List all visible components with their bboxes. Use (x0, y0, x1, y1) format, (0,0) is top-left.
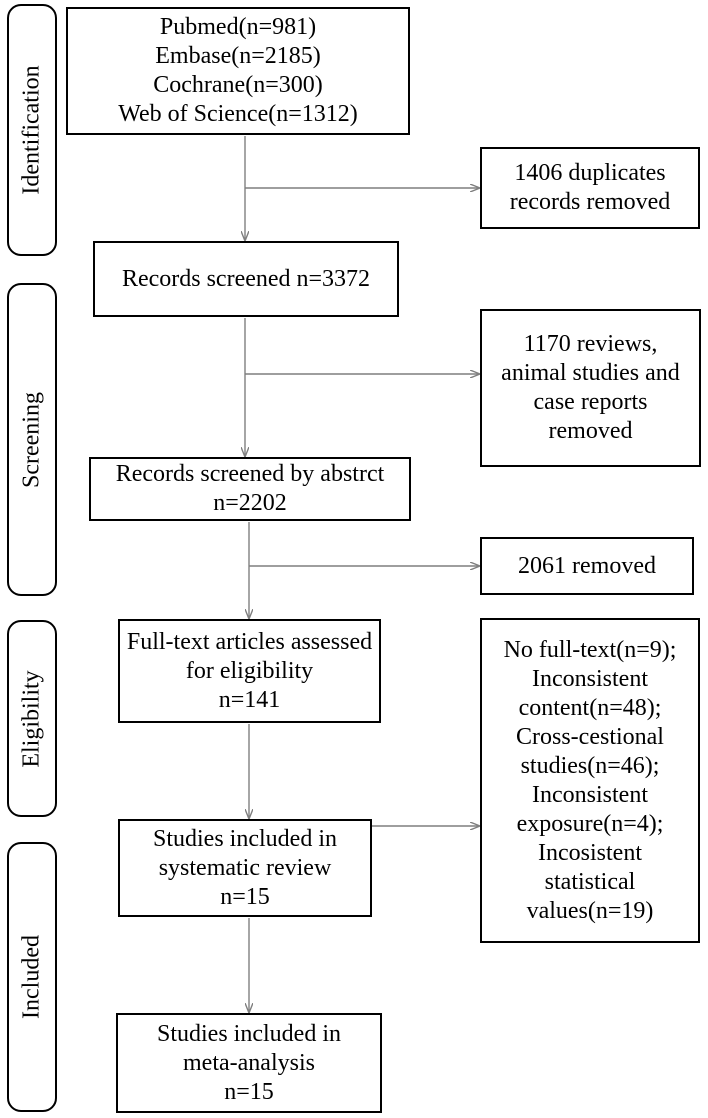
stage-identification: Identification (7, 4, 57, 256)
systematic-review-box: Studies included in systematic review n=… (118, 819, 372, 917)
reviews-removed-box: 1170 reviews, animal studies and case re… (480, 309, 701, 467)
full-text-assessed-line-3: n=141 (218, 686, 281, 713)
full-text-excluded-box: No full-text(n=9); Inconsistent content(… (480, 618, 700, 943)
excluded-line-2: Inconsistent (532, 665, 648, 692)
records-screened-text: Records screened n=3372 (121, 265, 371, 292)
duplicates-removed-box: 1406 duplicates records removed (480, 147, 700, 229)
sources-box: Pubmed(n=981) Embase(n=2185) Cochrane(n=… (66, 7, 410, 135)
duplicates-removed-line-2: records removed (509, 189, 671, 215)
meta-analysis-box: Studies included in meta-analysis n=15 (116, 1013, 382, 1113)
excluded-line-1: No full-text(n=9); (503, 636, 677, 663)
records-screened-box: Records screened n=3372 (93, 241, 399, 317)
duplicates-removed-line-1: 1406 duplicates (514, 160, 666, 186)
excluded-line-3: content(n=48); (518, 694, 662, 721)
meta-analysis-line-2: meta-analysis (183, 1049, 315, 1076)
abstract-removed-text: 2061 removed (518, 552, 656, 579)
reviews-removed-line-4: removed (548, 418, 633, 444)
systematic-review-line-1: Studies included in (153, 825, 337, 852)
source-embase: Embase(n=2185) (155, 43, 321, 69)
systematic-review-line-2: systematic review (158, 854, 332, 881)
reviews-removed-line-1: 1170 reviews, (523, 331, 658, 357)
abstract-removed-box: 2061 removed (480, 537, 694, 595)
excluded-line-4: Cross-cestional (516, 723, 664, 750)
screened-by-abstract-box: Records screened by abstrct n=2202 (89, 457, 411, 521)
full-text-assessed-line-2: for eligibility (185, 657, 314, 684)
stage-included: Included (7, 842, 57, 1112)
excluded-line-5: studies(n=46); (520, 752, 660, 779)
meta-analysis-line-3: n=15 (224, 1078, 274, 1105)
screened-by-abstract-line-2: n=2202 (213, 490, 287, 516)
excluded-line-9: statistical (544, 868, 636, 895)
full-text-assessed-line-1: Full-text articles assessed (126, 628, 373, 655)
full-text-assessed-box: Full-text articles assessed for eligibil… (118, 619, 381, 723)
meta-analysis-line-1: Studies included in (157, 1020, 341, 1047)
excluded-line-7: exposure(n=4); (516, 810, 664, 837)
stage-eligibility: Eligibility (7, 620, 57, 817)
source-pubmed: Pubmed(n=981) (159, 14, 317, 40)
excluded-line-6: Inconsistent (532, 781, 648, 808)
excluded-line-10: values(n=19) (526, 897, 654, 924)
screened-by-abstract-line-1: Records screened by abstrct (115, 461, 385, 487)
excluded-line-8: Incosistent (538, 839, 642, 866)
source-cochrane: Cochrane(n=300) (153, 72, 323, 98)
stage-screening: Screening (7, 283, 57, 596)
source-web-of-science: Web of Science(n=1312) (118, 101, 358, 127)
systematic-review-line-3: n=15 (220, 883, 270, 910)
reviews-removed-line-3: case reports (533, 389, 648, 415)
reviews-removed-line-2: animal studies and (501, 360, 680, 386)
